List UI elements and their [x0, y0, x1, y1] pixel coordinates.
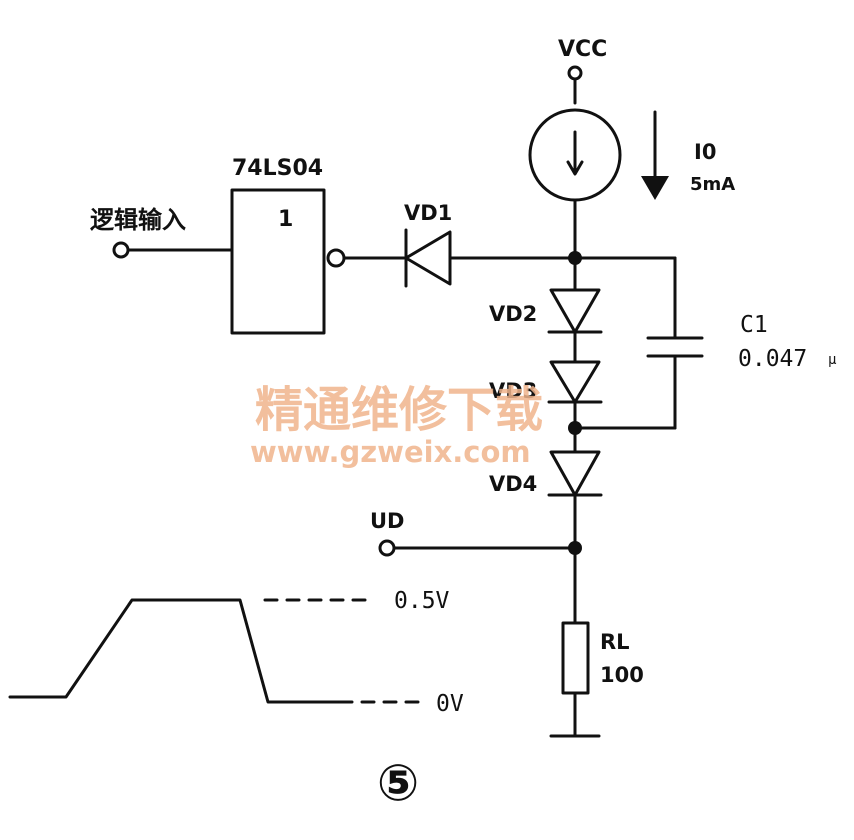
current-arrow-head — [641, 176, 669, 200]
i0-name-label: I0 — [694, 140, 716, 164]
c1-name-label: C1 — [740, 312, 768, 338]
vd1-label: VD1 — [404, 201, 452, 225]
diode-vd4 — [547, 450, 603, 497]
vcc-label: VCC — [558, 37, 607, 62]
diode-vd1 — [404, 228, 452, 288]
watermark-title: 精通维修下载 — [255, 382, 543, 438]
vd2-label: VD2 — [489, 302, 537, 326]
ud-terminal — [378, 539, 396, 557]
waveform — [8, 598, 342, 704]
vd4-label: VD4 — [489, 472, 537, 496]
c1-unit-label: μ — [828, 352, 837, 368]
inverter-bubble — [326, 248, 346, 268]
vcc-terminal — [567, 65, 583, 81]
inverter-gate — [230, 188, 326, 335]
ud-label: UD — [370, 509, 404, 533]
junction-top — [568, 251, 582, 265]
diode-vd3 — [547, 360, 603, 404]
logic-input-terminal — [112, 241, 130, 259]
junction-mid — [568, 421, 582, 435]
junction-dots — [568, 251, 582, 555]
watermark-url: www.gzweix.com — [250, 435, 531, 469]
wave-high-label: 0.5V — [394, 588, 450, 614]
logic-input-label: 逻辑输入 — [90, 206, 186, 234]
wave-low-label: 0V — [436, 691, 464, 717]
gate-number-label: 1 — [278, 207, 293, 232]
rl-value-label: 100 — [600, 663, 644, 687]
gate-part-label: 74LS04 — [232, 156, 323, 181]
rl-name-label: RL — [600, 630, 630, 654]
i0-value-label: 5mA — [690, 174, 735, 195]
figure-number-label: ⑤ — [377, 754, 419, 812]
diode-vd2 — [547, 288, 603, 334]
vd3-label: VD3 — [489, 379, 537, 403]
junction-ud — [568, 541, 582, 555]
c1-value-label: 0.047 — [738, 346, 807, 372]
current-source — [528, 108, 622, 202]
capacitor-c1 — [646, 336, 704, 358]
resistor-rl — [561, 621, 590, 695]
